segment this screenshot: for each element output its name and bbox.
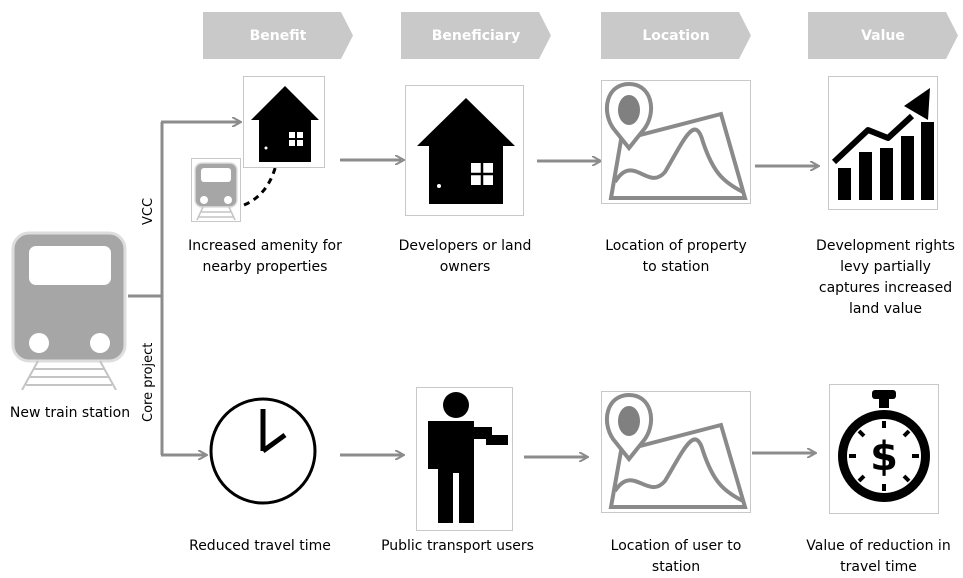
- bottom-beneficiary-caption: Public transport users: [381, 538, 534, 554]
- small-train-icon: [194, 162, 238, 221]
- chevron-shape: [401, 12, 551, 59]
- clock-icon: [209, 397, 317, 505]
- branch-label-core-project: Core project: [141, 342, 156, 422]
- house-icon: [417, 98, 515, 204]
- chevron-shape: [601, 12, 751, 59]
- header-beneficiary: Beneficiary: [401, 12, 551, 59]
- header-location-label: Location: [642, 27, 710, 44]
- house-icon: [251, 86, 319, 162]
- header-value-label: Value: [861, 27, 905, 44]
- top-location-caption: Location of property to station: [605, 238, 747, 275]
- header-benefit-label: Benefit: [249, 27, 307, 44]
- top-beneficiary-caption: Developers or land owners: [398, 238, 532, 275]
- header-value: Value: [808, 12, 958, 59]
- chevron-shape: [203, 12, 353, 59]
- top-benefit-caption: Increased amenity for nearby properties: [188, 238, 342, 275]
- header-benefit: Benefit: [203, 12, 353, 59]
- top-value-caption: Development rights levy partially captur…: [816, 238, 955, 317]
- dashed-link: [243, 164, 278, 207]
- branch-label-vcc: VCC: [141, 197, 156, 225]
- map-pin-icon: [604, 393, 748, 509]
- source-caption: New train station: [9, 405, 131, 421]
- stopwatch-dollar-icon: $: [838, 390, 930, 502]
- map-pin-icon: [604, 82, 748, 200]
- bottom-location-caption: Location of user to station: [610, 538, 742, 575]
- svg-text:$: $: [870, 434, 898, 480]
- header-location: Location: [601, 12, 751, 59]
- chevron-shape: [808, 12, 958, 59]
- person-icon: [428, 392, 508, 523]
- rising-chart-icon: [832, 88, 934, 200]
- train-icon: [11, 231, 127, 390]
- bottom-value-caption: Value of reduction in travel time: [806, 538, 951, 575]
- header-beneficiary-label: Beneficiary: [431, 27, 521, 44]
- bottom-benefit-caption: Reduced travel time: [189, 538, 331, 554]
